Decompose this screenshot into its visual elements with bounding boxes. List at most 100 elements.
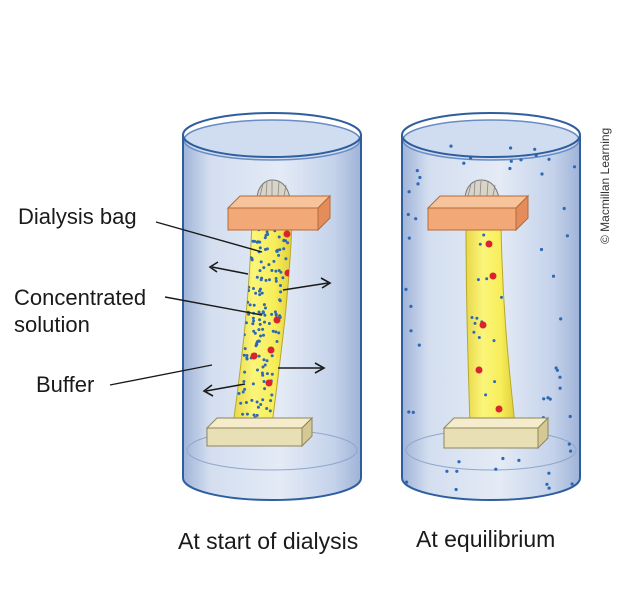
small-molecule bbox=[485, 277, 489, 281]
small-molecule bbox=[252, 413, 256, 417]
small-molecule bbox=[270, 372, 274, 376]
small-molecule bbox=[259, 403, 263, 406]
label-dialysis-bag: Dialysis bag bbox=[18, 204, 137, 229]
small-molecule bbox=[257, 339, 261, 343]
small-molecule bbox=[265, 230, 269, 234]
small-molecule bbox=[417, 343, 421, 347]
small-molecule bbox=[559, 317, 563, 321]
small-molecule bbox=[278, 298, 282, 302]
small-molecule bbox=[252, 319, 256, 323]
label-buffer: Buffer bbox=[36, 372, 94, 397]
small-molecule bbox=[251, 382, 255, 386]
small-molecule bbox=[264, 306, 267, 310]
small-molecule bbox=[482, 233, 486, 237]
small-molecule bbox=[547, 471, 551, 475]
label-concentrated: Concentrated bbox=[14, 285, 146, 310]
small-molecule bbox=[567, 442, 571, 446]
small-molecule bbox=[405, 480, 409, 484]
small-molecule bbox=[272, 259, 276, 263]
caption-start: At start of dialysis bbox=[178, 528, 358, 554]
small-molecule bbox=[248, 303, 252, 307]
large-molecule bbox=[250, 352, 258, 360]
top-clamp bbox=[226, 179, 332, 232]
small-molecule bbox=[267, 263, 271, 267]
top-clamp-right bbox=[426, 179, 530, 232]
small-molecule bbox=[255, 275, 259, 279]
small-molecule bbox=[476, 278, 480, 282]
small-molecule bbox=[277, 331, 281, 335]
small-molecule bbox=[252, 329, 256, 333]
small-molecule bbox=[255, 400, 259, 404]
small-molecule bbox=[261, 310, 265, 314]
small-molecule bbox=[569, 449, 573, 453]
small-molecule bbox=[257, 310, 261, 314]
small-molecule bbox=[533, 147, 537, 151]
caption-equilibrium: At equilibrium bbox=[416, 526, 555, 552]
small-molecule bbox=[501, 456, 505, 461]
small-molecule bbox=[274, 269, 278, 273]
small-molecule bbox=[245, 412, 249, 416]
small-molecule bbox=[269, 399, 273, 403]
small-molecule bbox=[279, 284, 282, 287]
small-molecule bbox=[274, 330, 278, 334]
small-molecule bbox=[265, 359, 269, 363]
small-molecule bbox=[243, 347, 247, 351]
small-molecule bbox=[256, 405, 260, 409]
small-molecule bbox=[270, 354, 274, 358]
small-molecule bbox=[418, 175, 422, 180]
small-molecule bbox=[263, 363, 267, 367]
small-molecule bbox=[554, 366, 558, 370]
small-molecule bbox=[254, 291, 258, 295]
small-molecule bbox=[271, 329, 275, 333]
small-molecule bbox=[252, 303, 256, 307]
small-molecule bbox=[253, 331, 257, 335]
small-molecule bbox=[545, 482, 549, 486]
small-molecule bbox=[407, 236, 411, 240]
small-molecule bbox=[494, 467, 498, 471]
small-molecule bbox=[258, 269, 262, 273]
small-molecule bbox=[509, 146, 513, 150]
small-molecule bbox=[258, 322, 262, 326]
small-molecule bbox=[558, 386, 562, 390]
small-molecule bbox=[260, 371, 264, 375]
small-molecule bbox=[241, 390, 245, 394]
small-molecule bbox=[256, 368, 259, 372]
small-molecule bbox=[281, 276, 285, 280]
small-molecule bbox=[416, 182, 420, 186]
large-molecule bbox=[265, 379, 273, 387]
small-molecule bbox=[540, 172, 544, 176]
small-molecule bbox=[257, 328, 261, 332]
small-molecule bbox=[262, 266, 266, 270]
small-molecule bbox=[457, 460, 461, 464]
small-molecule bbox=[275, 340, 279, 343]
small-molecule bbox=[407, 410, 411, 414]
small-molecule bbox=[270, 312, 274, 316]
small-molecule bbox=[277, 235, 281, 239]
large-molecule bbox=[495, 405, 503, 413]
small-molecule bbox=[270, 393, 274, 397]
small-molecule bbox=[251, 322, 255, 326]
small-molecule bbox=[263, 236, 267, 240]
small-molecule bbox=[277, 253, 281, 257]
small-molecule bbox=[277, 269, 281, 272]
small-molecule bbox=[263, 248, 267, 251]
small-molecule bbox=[455, 469, 459, 473]
small-molecule bbox=[258, 289, 261, 293]
small-molecule bbox=[264, 278, 268, 282]
small-molecule bbox=[449, 144, 453, 148]
small-molecule bbox=[261, 327, 265, 331]
small-molecule bbox=[265, 372, 269, 376]
large-molecule bbox=[273, 316, 281, 324]
small-molecule bbox=[404, 287, 408, 291]
small-molecule bbox=[258, 240, 262, 244]
small-molecule bbox=[261, 373, 265, 377]
small-molecule bbox=[262, 303, 266, 307]
small-molecule bbox=[263, 320, 266, 324]
small-molecule bbox=[267, 322, 271, 325]
small-molecule bbox=[472, 330, 476, 334]
buffer-molecules bbox=[404, 135, 577, 492]
small-molecule bbox=[245, 357, 249, 361]
small-molecule bbox=[257, 354, 261, 358]
small-molecule bbox=[493, 380, 497, 384]
small-molecule bbox=[519, 158, 523, 162]
